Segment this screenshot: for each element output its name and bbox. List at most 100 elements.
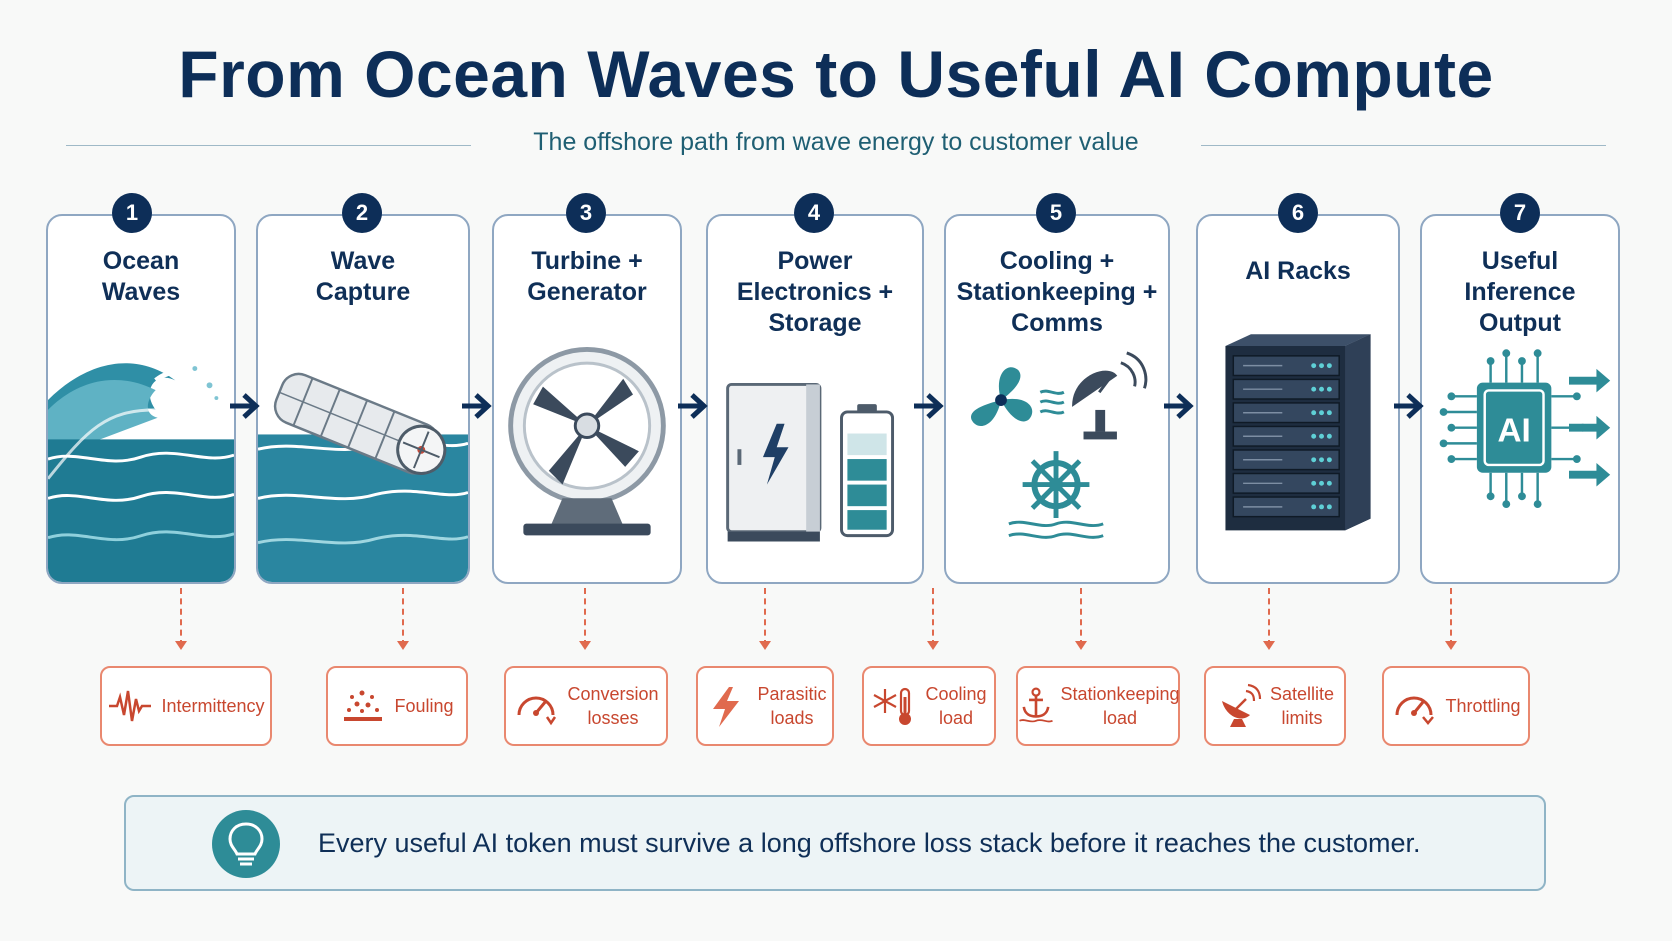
- stage-label-line: Comms: [1011, 309, 1103, 337]
- stage-card-wave-capture: Wave Capture: [256, 214, 470, 584]
- stage-label-line: Useful: [1481, 247, 1559, 275]
- power-cabinet-battery-icon: [708, 341, 922, 582]
- loss-label-line: Satellite: [1269, 684, 1335, 704]
- step-badge-6: 6: [1278, 193, 1318, 233]
- loss-connector: [927, 588, 939, 650]
- stage-label-line: Wave: [330, 247, 396, 275]
- step-badge-2: 2: [342, 193, 382, 233]
- loss-box-stationkeeping-load: Stationkeeping load: [1016, 666, 1180, 746]
- step-badge-7: 7: [1500, 193, 1540, 233]
- loss-connector: [1075, 588, 1087, 650]
- loss-label-line: Stationkeeping: [1060, 684, 1180, 704]
- page-subtitle: The offshore path from wave energy to cu…: [533, 128, 1139, 156]
- stage-card-cooling-stationkeeping-comms: Cooling + Stationkeeping + Comms: [944, 214, 1170, 584]
- flow-arrow-2: [460, 390, 496, 422]
- stage-label-line: AI Racks: [1245, 257, 1351, 285]
- gauge-down-icon: [1391, 683, 1437, 729]
- wave-energy-converter-icon: [258, 341, 468, 582]
- stage-label-line: Stationkeeping +: [956, 278, 1158, 306]
- lightbulb-icon: [212, 810, 280, 878]
- loss-label-line: Conversion: [567, 684, 659, 704]
- step-badge-1: 1: [112, 193, 152, 233]
- loss-connector: [1263, 588, 1275, 650]
- loss-box-throttling: Throttling: [1382, 666, 1530, 746]
- stage-card-turbine-generator: Turbine + Generator: [492, 214, 682, 584]
- loss-label: Conversion losses: [567, 682, 658, 730]
- flow-arrow-6: [1392, 390, 1428, 422]
- loss-connector: [397, 588, 409, 650]
- ai-chip-icon: AI: [1422, 341, 1618, 582]
- stage-label-line: Storage: [768, 309, 862, 337]
- stage-label-line: Ocean: [102, 247, 180, 275]
- step-badge-3: 3: [566, 193, 606, 233]
- loss-box-satellite-limits: Satellite limits: [1204, 666, 1346, 746]
- takeaway-text: Every useful AI token must survive a lon…: [318, 828, 1421, 858]
- stage-card-useful-inference-output: Useful Inference Output: [1420, 214, 1620, 584]
- stage-card-power-electronics-storage: Power Electronics + Storage: [706, 214, 924, 584]
- stage-label: Wave Capture: [258, 246, 468, 308]
- loss-box-fouling: Fouling: [326, 666, 468, 746]
- stage-label-line: Inference: [1464, 278, 1576, 306]
- stage-label-line: Turbine +: [531, 247, 643, 275]
- stage-label-line: Generator: [527, 278, 647, 306]
- loss-label-line: load: [938, 708, 973, 728]
- loss-label-line: losses: [587, 708, 639, 728]
- waveform-icon: [107, 683, 153, 729]
- stage-label-line: Output: [1479, 309, 1561, 337]
- loss-label: Stationkeeping load: [1060, 682, 1179, 730]
- turbine-icon: [494, 341, 680, 582]
- loss-label-line: Throttling: [1445, 696, 1521, 716]
- satellite-dish-icon: [1216, 683, 1262, 729]
- stage-label: Ocean Waves: [48, 246, 234, 308]
- loss-box-conversion-losses: Conversion losses: [504, 666, 668, 746]
- stage-label: Cooling + Stationkeeping + Comms: [946, 246, 1168, 339]
- stage-label: Useful Inference Output: [1422, 246, 1618, 339]
- stage-label-line: Cooling +: [999, 247, 1115, 275]
- stage-label: Turbine + Generator: [494, 246, 680, 308]
- loss-connector: [759, 588, 771, 650]
- loss-label-line: loads: [770, 708, 814, 728]
- snowflake-thermometer-icon: [871, 683, 917, 729]
- loss-label-line: Fouling: [394, 696, 454, 716]
- loss-label-line: Cooling: [925, 684, 987, 704]
- loss-box-parasitic-loads: Parasitic loads: [696, 666, 834, 746]
- loss-box-cooling-load: Cooling load: [862, 666, 996, 746]
- stage-label-line: Power: [777, 247, 853, 275]
- subtitle-rule-right: [1201, 145, 1606, 146]
- anchor-icon: [1016, 683, 1056, 729]
- lightning-icon: [703, 683, 749, 729]
- svg-text:AI: AI: [1497, 412, 1530, 449]
- loss-label: Throttling: [1445, 694, 1520, 718]
- loss-label-line: Intermittency: [161, 696, 265, 716]
- fan-dish-helm-icon: [946, 341, 1168, 582]
- flow-arrow-3: [676, 390, 712, 422]
- flow-arrow-1: [228, 390, 264, 422]
- server-rack-icon: [1198, 316, 1398, 582]
- loss-label: Cooling load: [925, 682, 986, 730]
- loss-label-line: Parasitic: [757, 684, 827, 704]
- subtitle-rule-left: [66, 145, 471, 146]
- loss-label: Fouling: [394, 694, 453, 718]
- stage-label-line: Capture: [315, 278, 411, 306]
- stage-label: Power Electronics + Storage: [708, 246, 922, 339]
- loss-connector: [1445, 588, 1457, 650]
- stage-label: AI Racks: [1198, 256, 1398, 287]
- page-title: From Ocean Waves to Useful AI Compute: [178, 37, 1494, 111]
- stage-label-line: Waves: [101, 278, 181, 306]
- subtitle-row: The offshore path from wave energy to cu…: [66, 128, 1606, 162]
- loss-label-line: load: [1102, 708, 1138, 728]
- fouling-icon: [340, 683, 386, 729]
- loss-label: Parasitic loads: [757, 682, 826, 730]
- step-badge-4: 4: [794, 193, 834, 233]
- loss-connector: [579, 588, 591, 650]
- key-takeaway-callout: Every useful AI token must survive a lon…: [124, 795, 1546, 891]
- wave-icon: [48, 341, 234, 582]
- loss-box-intermittency: Intermittency: [100, 666, 272, 746]
- flow-arrow-4: [912, 390, 948, 422]
- stage-label-line: Electronics +: [736, 278, 894, 306]
- stage-card-ocean-waves: Ocean Waves: [46, 214, 236, 584]
- loss-label: Intermittency: [161, 694, 264, 718]
- loss-label-line: limits: [1281, 708, 1323, 728]
- stage-card-ai-racks: AI Racks: [1196, 214, 1400, 584]
